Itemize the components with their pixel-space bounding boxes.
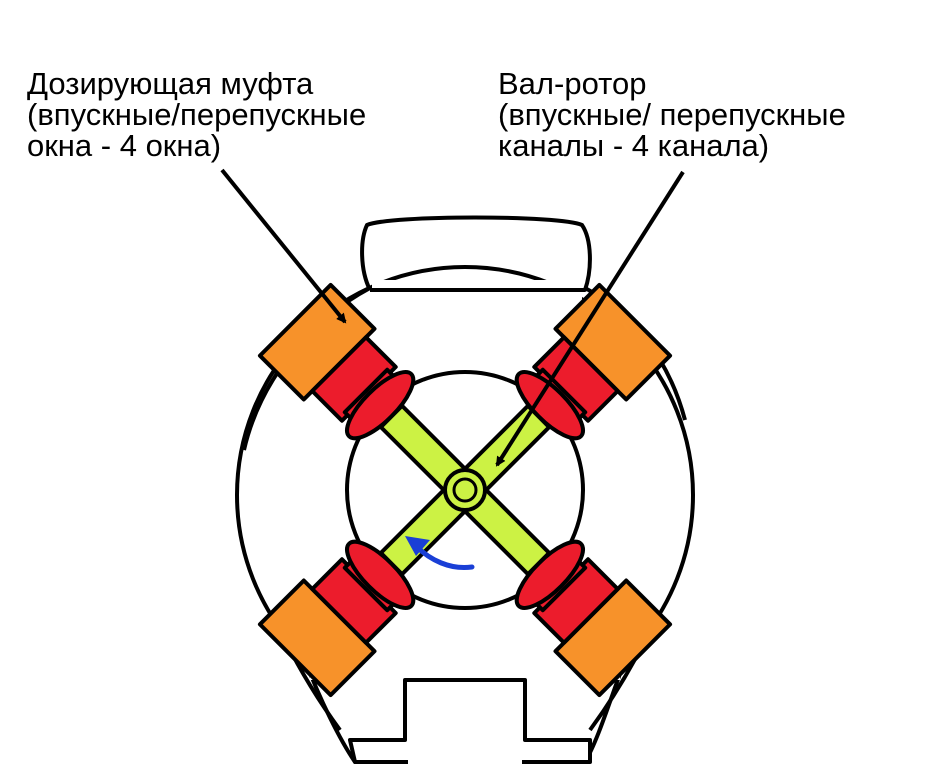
leader-line-metering-sleeve xyxy=(220,168,347,324)
rotor-shaft-label-line3: каналы - 4 канала) xyxy=(498,128,770,163)
rotor-center-inner xyxy=(452,477,478,503)
rotor-shaft-label-line2: (впускные/ перепускные xyxy=(498,97,846,132)
rotor-shaft-label-line1: Вал-ротор xyxy=(498,66,647,101)
metering-sleeve-label-line2: (впускные/перепускные xyxy=(27,97,367,132)
metering-sleeve-label-line1: Дозирующая муфта xyxy=(27,66,314,101)
metering-sleeve-label: Дозирующая муфта (впускные/перепускные о… xyxy=(27,68,366,161)
plunger-assembly-bottom-right xyxy=(514,539,673,698)
plunger-assemblies xyxy=(257,282,673,698)
plunger-assembly-top-right xyxy=(514,282,673,441)
plunger-assembly-bottom-left xyxy=(257,539,416,698)
rotation-arrow xyxy=(405,536,475,571)
leader-line-rotor-shaft xyxy=(495,170,685,467)
rotor-shaft-label: Вал-ротор (впускные/ перепускные каналы … xyxy=(498,68,846,161)
metering-sleeve-label-line3: окна - 4 окна) xyxy=(27,128,222,163)
